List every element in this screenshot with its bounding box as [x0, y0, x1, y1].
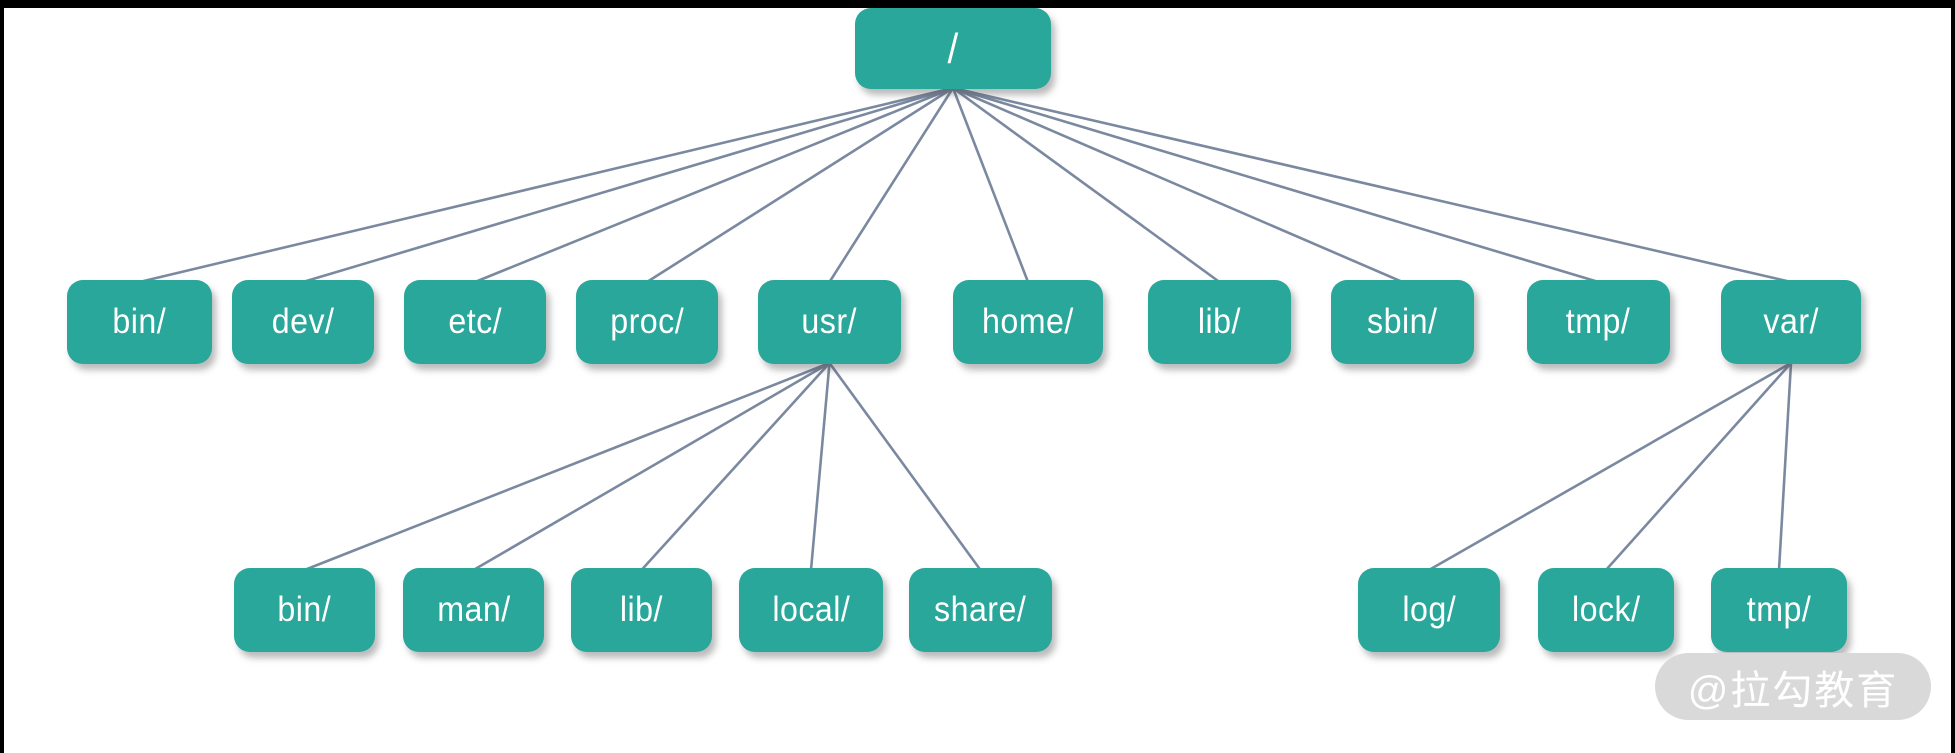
tree-node-label: share/ [934, 590, 1027, 629]
tree-node-dev: dev/ [232, 280, 374, 364]
edge-root-lib [952, 86, 1221, 284]
frame-right-bar [1951, 0, 1955, 753]
tree-node-label: / [947, 24, 959, 72]
tree-node-etc: etc/ [404, 280, 546, 364]
tree-node-sbin: sbin/ [1331, 280, 1474, 364]
edge-var-var-log [1428, 361, 1792, 572]
tree-node-usr-lib: lib/ [571, 568, 712, 652]
tree-node-label: log/ [1402, 590, 1456, 629]
tree-node-label: man/ [436, 590, 511, 629]
edge-root-sbin [952, 86, 1404, 284]
watermark-badge: @拉勾教育 [1655, 653, 1931, 720]
tree-node-label: local/ [772, 590, 850, 629]
tree-node-var-lock: lock/ [1538, 568, 1674, 652]
tree-node-label: bin/ [112, 302, 167, 341]
tree-node-var: var/ [1721, 280, 1861, 364]
edge-usr-usr-bin [304, 361, 830, 572]
edge-usr-usr-share [828, 362, 982, 571]
tree-node-label: tmp/ [1566, 302, 1631, 341]
tree-node-label: tmp/ [1746, 590, 1812, 629]
tree-node-label: var/ [1763, 302, 1819, 341]
edge-root-dev [302, 86, 954, 284]
edge-root-var [952, 86, 1792, 284]
frame-top-bar [0, 0, 1955, 8]
tree-node-label: lock/ [1571, 590, 1641, 629]
edge-root-usr [828, 87, 955, 283]
tree-node-label: dev/ [271, 302, 335, 341]
tree-node-usr-bin: bin/ [234, 568, 375, 652]
edge-usr-usr-man [472, 361, 831, 572]
tree-node-home: home/ [953, 280, 1103, 364]
edge-root-home [951, 87, 1030, 283]
tree-node-var-log: log/ [1358, 568, 1500, 652]
tree-node-label: lib/ [1197, 302, 1242, 341]
tree-node-tmp: tmp/ [1527, 280, 1670, 364]
tree-node-proc: proc/ [576, 280, 718, 364]
tree-node-label: home/ [982, 302, 1074, 341]
tree-node-label: proc/ [610, 302, 684, 341]
tree-node-lib: lib/ [1148, 280, 1291, 364]
edge-root-proc [646, 86, 954, 284]
edge-root-tmp [952, 86, 1599, 284]
edge-root-bin [139, 86, 954, 284]
tree-node-usr-local: local/ [739, 568, 883, 652]
tree-node-root: / [855, 8, 1051, 89]
tree-node-label: usr/ [801, 302, 858, 341]
tree-node-label: bin/ [277, 590, 332, 629]
edge-root-etc [474, 86, 954, 284]
tree-node-usr-share: share/ [909, 568, 1052, 652]
frame-left-bar [0, 0, 4, 753]
watermark-text: @拉勾教育 [1687, 668, 1899, 713]
tree-node-usr-man: man/ [403, 568, 544, 652]
tree-node-label: lib/ [619, 590, 664, 629]
tree-node-bin: bin/ [67, 280, 212, 364]
edge-usr-usr-local [809, 362, 831, 571]
tree-node-var-tmp: tmp/ [1711, 568, 1847, 652]
tree-node-label: etc/ [448, 302, 502, 341]
tree-node-label: sbin/ [1367, 302, 1438, 341]
tree-node-usr: usr/ [758, 280, 901, 364]
edge-var-var-tmp [1777, 362, 1793, 571]
edge-usr-usr-lib [640, 362, 831, 571]
edge-var-var-lock [1605, 362, 1792, 571]
